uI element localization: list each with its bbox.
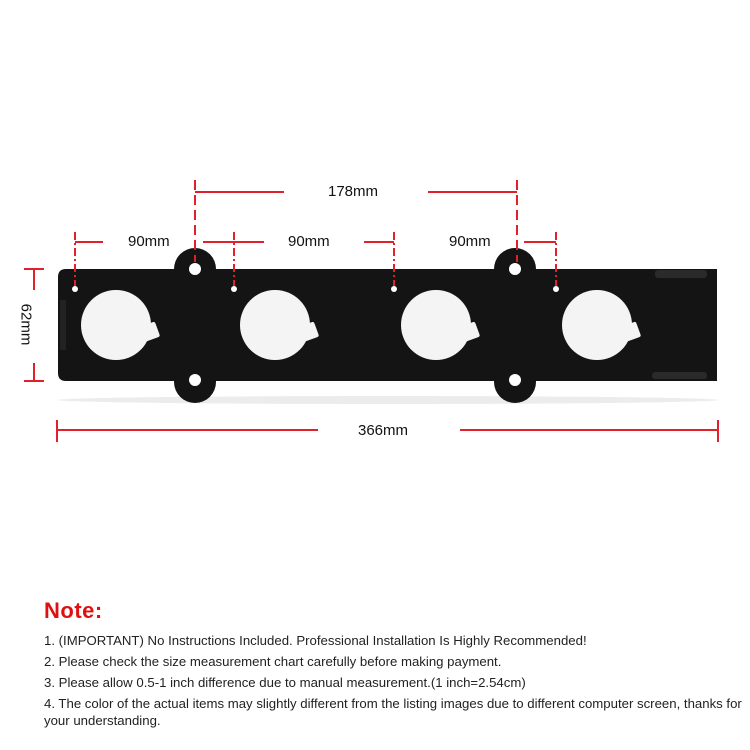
dimension-178mm: 178mm (328, 183, 379, 200)
dimension-366mm: 366mm (358, 422, 409, 439)
note-title: Note: (44, 598, 103, 623)
note-item-3: 3. Please allow 0.5-1 inch difference du… (44, 675, 526, 690)
dimension-62mm: 62mm (17, 303, 35, 346)
dimension-90mm-1: 90mm (128, 233, 170, 250)
note-item-1: 1. (IMPORTANT) No Instructions Included.… (44, 633, 587, 648)
dimension-90mm-3: 90mm (449, 233, 491, 250)
product-dimension-diagram: 178mm 90mm 90mm 90mm 62mm 366mm (17, 180, 719, 442)
note-section: Note: 1. (IMPORTANT) No Instructions Inc… (44, 598, 744, 733)
dimension-90mm-2: 90mm (288, 233, 330, 250)
note-item-2: 2. Please check the size measurement cha… (44, 654, 502, 669)
dimension-lines (24, 180, 719, 442)
coil-pack-bracket-plate (58, 248, 717, 403)
note-item-4: 4. The color of the actual items may sli… (44, 696, 742, 728)
coil-pack-plate-drawing (24, 180, 719, 442)
